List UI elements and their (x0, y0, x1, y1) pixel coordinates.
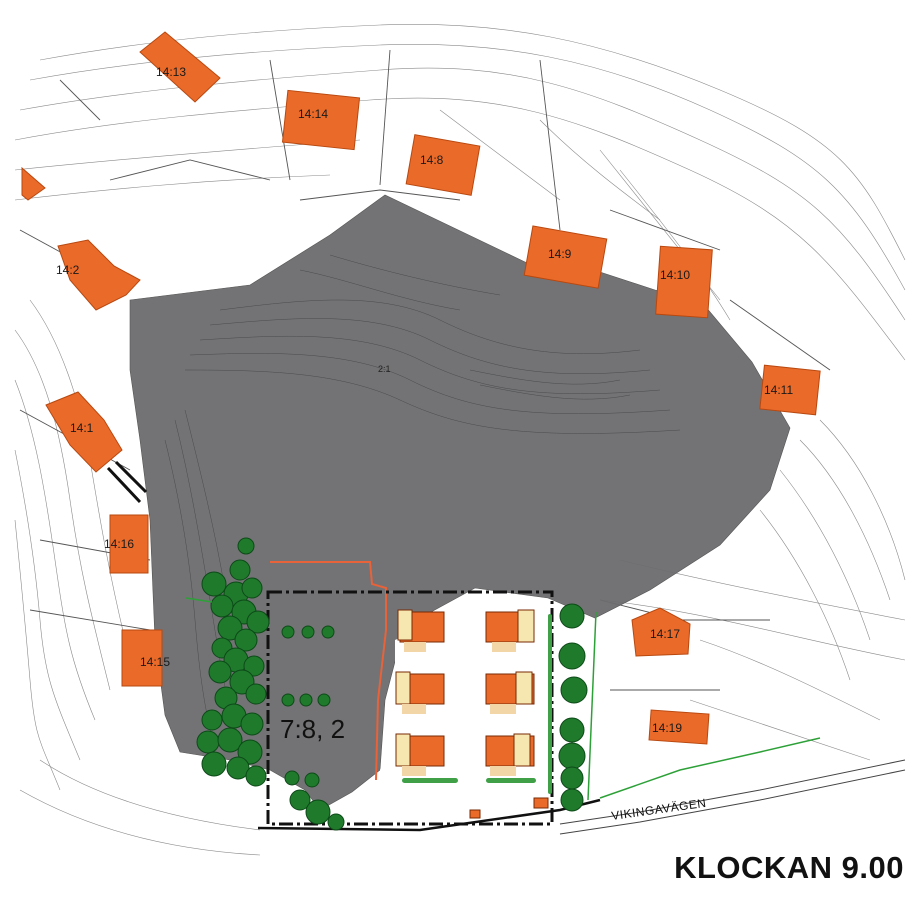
parcel-label-14-9: 14:9 (548, 247, 572, 261)
shadow-area-label: 2:1 (378, 364, 391, 374)
house-3 (395, 671, 445, 714)
parcel-label-14-10: 14:10 (660, 268, 690, 282)
building-14-15 (121, 629, 163, 687)
building-14-8 (405, 134, 481, 196)
building-14-14 (281, 89, 361, 151)
building-14-2 (57, 239, 141, 311)
new-houses (395, 609, 549, 819)
trees (196, 537, 588, 831)
access-lines (106, 460, 148, 504)
shadow-area (129, 194, 791, 811)
building-14-9 (523, 225, 608, 289)
small-structure-2 (469, 809, 481, 819)
road (559, 759, 906, 835)
zone-edge (270, 561, 387, 781)
parcel-label-14-13: 14:13 (156, 65, 186, 79)
building-14-11 (759, 364, 821, 416)
house-1 (397, 609, 445, 652)
house-4 (485, 671, 535, 714)
parcel-label-14-2: 14:2 (56, 263, 80, 277)
building-14-13 (139, 31, 221, 103)
parcel-label-14-8: 14:8 (420, 153, 444, 167)
parcel-label-14-16: 14:16 (104, 537, 134, 551)
green-lines (185, 597, 821, 801)
parcel-label-14-19: 14:19 (652, 721, 682, 735)
development-plot (257, 561, 601, 832)
parcel-label-14-15: 14:15 (140, 655, 170, 669)
house-6 (485, 733, 535, 776)
parcel-label-14-14: 14:14 (298, 107, 328, 121)
neighbour-buildings (21, 31, 821, 745)
building-14-19 (648, 709, 710, 745)
parcel-label-14-1: 14:1 (70, 421, 94, 435)
building-14-17 (631, 607, 691, 657)
building-14-10 (655, 245, 713, 319)
small-structure (533, 797, 549, 809)
building-14-16 (109, 514, 149, 574)
house-5 (395, 733, 445, 776)
house-2 (485, 609, 535, 652)
building-extra (21, 166, 46, 201)
development-zone-label: 7:8, 2 (280, 714, 345, 744)
parcel-label-14-17: 14:17 (650, 627, 680, 641)
hedges (402, 614, 552, 794)
parcel-labels: 14:13 14:14 14:8 14:2 14:9 14:10 14:11 1… (56, 65, 793, 735)
building-14-1 (45, 391, 123, 473)
shadow-contours (164, 254, 681, 751)
time-title: KLOCKAN 9.00 (674, 850, 904, 885)
parcel-label-14-11: 14:11 (764, 383, 793, 397)
